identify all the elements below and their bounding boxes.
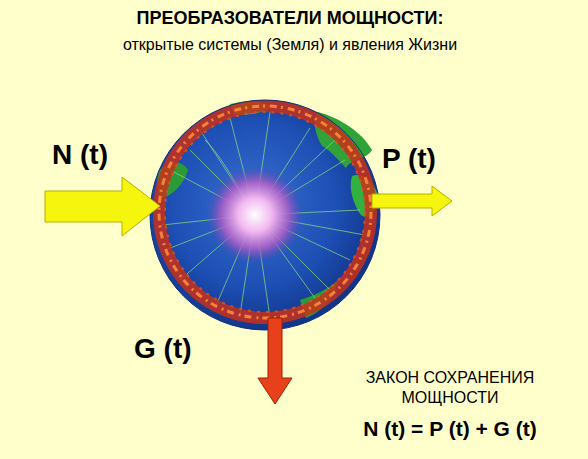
atmosphere-fibres — [159, 106, 371, 318]
input-arrow — [45, 177, 160, 236]
atmosphere-fibres — [165, 112, 365, 312]
flow-label: N (t) — [52, 140, 142, 171]
flow-label: G (t) — [134, 334, 224, 365]
globe-edge — [150, 100, 380, 330]
output-arrow — [372, 186, 452, 216]
atmosphere-ring — [159, 106, 371, 318]
globe — [150, 100, 380, 330]
flow-label: P (t) — [382, 144, 472, 175]
loss-arrow — [258, 318, 292, 404]
law-heading: ЗАКОН СОХРАНЕНИЯ МОЩНОСТИ — [345, 368, 555, 408]
law-formula: N (t) = P (t) + G (t) — [316, 416, 584, 441]
earth-core — [207, 167, 303, 263]
title: ПРЕОБРАЗОВАТЕЛИ МОЩНОСТИ: — [0, 8, 584, 30]
subtitle: открытые системы (Земля) и явления Жизни — [0, 35, 584, 54]
